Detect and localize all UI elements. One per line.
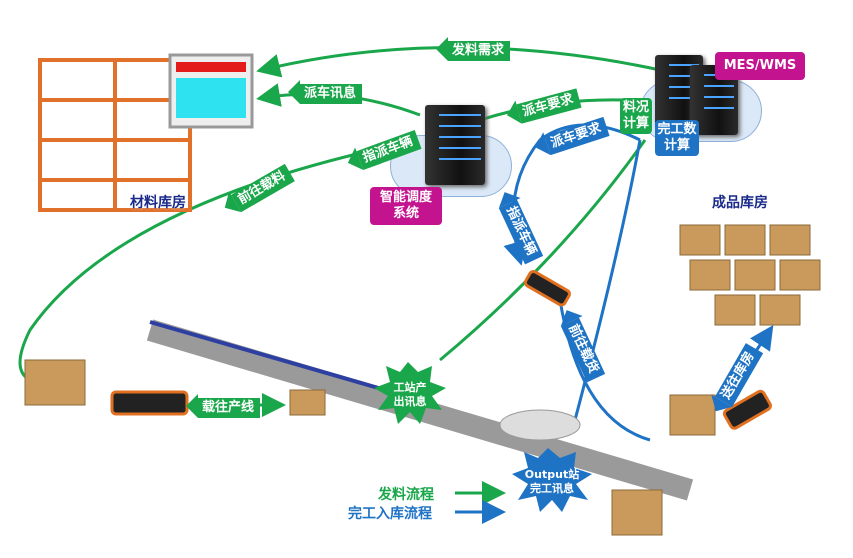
turntable bbox=[499, 409, 581, 441]
material-rack bbox=[38, 58, 192, 212]
issue-request-tag: 发料需求 bbox=[435, 37, 511, 61]
material-warehouse-label: 材料库房 bbox=[130, 195, 186, 211]
station-output-line bbox=[439, 139, 647, 362]
dispatch-system-label: 智能调度 系统 bbox=[370, 187, 442, 225]
completion-calc-label: 完工数 计算 bbox=[655, 120, 699, 156]
go-load-material-line bbox=[18, 138, 421, 382]
agv-handheld bbox=[523, 270, 571, 307]
output-station-text: Output站 完工讯息 bbox=[524, 468, 580, 495]
dispatch-info-tag: 派车讯息 bbox=[287, 80, 363, 104]
product-warehouse-label: 成品库房 bbox=[712, 195, 768, 211]
output-station-burst bbox=[512, 448, 592, 512]
product-pallet bbox=[24, 224, 821, 536]
carry-to-line-tag: 载往产线 bbox=[185, 394, 261, 418]
legend-issue-flow: 发料流程 bbox=[378, 487, 434, 503]
station-output-burst bbox=[374, 362, 446, 424]
agv-cart-right bbox=[722, 389, 772, 430]
dispatch-server-icon bbox=[425, 105, 485, 185]
mes-wms-label: MES/WMS bbox=[715, 52, 805, 80]
station-output-text: 工站产 出讯息 bbox=[393, 381, 427, 408]
material-calc-label: 料况 计算 bbox=[620, 98, 652, 134]
legend-completion-flow: 完工入库流程 bbox=[348, 506, 432, 522]
agv-cart bbox=[110, 390, 189, 416]
